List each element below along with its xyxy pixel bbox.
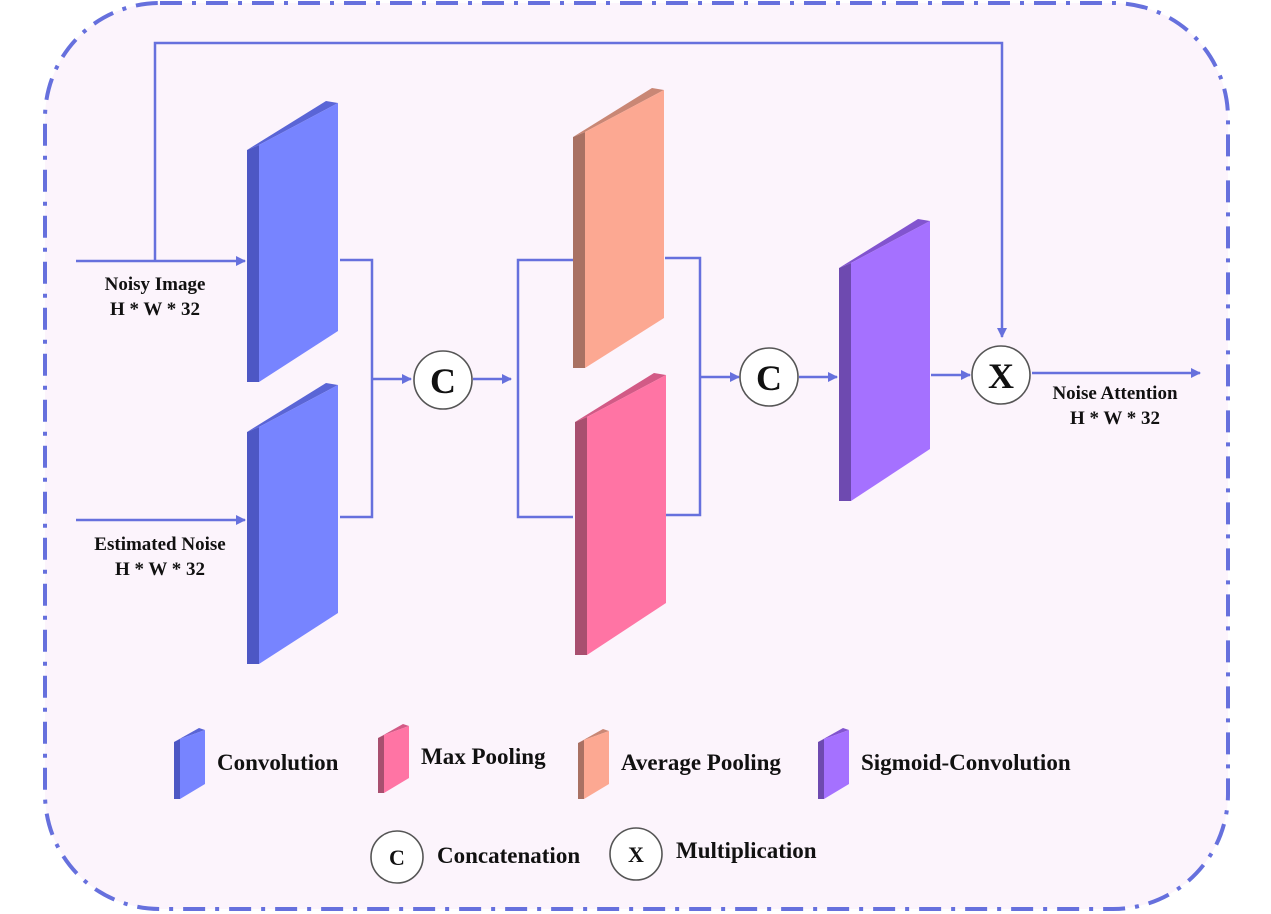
estimated-noise-dims: H * W * 32: [115, 559, 205, 580]
conv-block-top-face: [259, 103, 338, 382]
conv-block-bottom-cap: [247, 383, 338, 432]
legend-average-pooling-label: Average Pooling: [621, 750, 781, 775]
legend-convolution-swatch-cap: [174, 728, 205, 742]
noisy-image-label: Noisy Image: [105, 274, 206, 295]
legend-concatenation: C Concatenation: [370, 830, 580, 884]
sigmoid-conv-block: [839, 219, 930, 501]
concat-node-1-symbol: C: [430, 361, 456, 401]
average-pooling-block: [573, 88, 664, 368]
multiply-node-circle: [971, 345, 1031, 405]
conv-top-to-concat: [340, 258, 374, 519]
concat-node-1: C: [413, 350, 473, 410]
legend-average-pooling-swatch-side: [578, 740, 584, 799]
legend-convolution-swatch-side: [174, 739, 180, 799]
legend-multiplication: X Multiplication: [609, 827, 817, 881]
legend-sigmoid-convolution-label: Sigmoid-Convolution: [861, 750, 1071, 775]
noise-attention-dims: H * W * 32: [1070, 408, 1160, 429]
conv-block-top-cap: [247, 101, 338, 150]
legend-average-pooling-swatch-cap: [578, 729, 609, 743]
legend-sigmoid-convolution-swatch-side: [818, 739, 824, 799]
legend-concatenation-label: Concatenation: [437, 843, 580, 868]
conv-block-top-side: [247, 145, 259, 382]
legend-convolution: Convolution: [174, 728, 339, 799]
conv-block-bottom-face: [259, 385, 338, 664]
multiply-node: X: [971, 345, 1031, 405]
legend-sigmoid-convolution-swatch-cap: [818, 728, 849, 742]
skip-connection-arrow: [153, 41, 1007, 338]
max-pooling-block-side: [575, 417, 587, 655]
legend-sigmoid-convolution-swatch: [824, 730, 849, 799]
estimated-noise-label: Estimated Noise: [94, 534, 225, 555]
legend-multiplication-symbol: X: [628, 842, 644, 867]
max-pooling-block-cap: [575, 373, 666, 422]
legend-max-pooling: Max Pooling: [378, 724, 546, 793]
noise-attention-label: Noise Attention: [1052, 383, 1178, 404]
legend-average-pooling: Average Pooling: [578, 729, 781, 799]
pool-split-bracket: [516, 258, 573, 519]
conv-block-bottom: [247, 383, 338, 664]
conv-block-top: [247, 101, 338, 382]
legend-max-pooling-swatch: [384, 726, 409, 793]
noisy-image-dims: H * W * 32: [110, 299, 200, 320]
sigmoid-conv-block-side: [839, 263, 851, 501]
average-pooling-block-face: [585, 90, 664, 368]
connectors: [76, 41, 1201, 525]
average-pooling-block-cap: [573, 88, 664, 137]
legend-max-pooling-swatch-cap: [378, 724, 409, 738]
legend-concatenation-circle: [370, 830, 424, 884]
concat-node-2-symbol: C: [756, 358, 782, 398]
max-pooling-block: [575, 373, 666, 655]
legend-convolution-swatch: [180, 730, 205, 799]
legend-max-pooling-label: Max Pooling: [421, 744, 546, 769]
legend-convolution-label: Convolution: [217, 750, 339, 775]
multiply-node-symbol: X: [988, 356, 1014, 396]
concat-node-1-circle: [413, 350, 473, 410]
legend-multiplication-circle: [609, 827, 663, 881]
concat-node-2: C: [739, 347, 799, 407]
sigmoid-conv-block-cap: [839, 219, 930, 268]
sigmoid-conv-block-face: [851, 221, 930, 501]
concat-node-2-circle: [739, 347, 799, 407]
legend-max-pooling-swatch-side: [378, 735, 384, 793]
legend-sigmoid-convolution: Sigmoid-Convolution: [818, 728, 1071, 799]
average-pooling-block-side: [573, 132, 585, 368]
legend-concatenation-symbol: C: [389, 845, 405, 870]
max-pooling-block-face: [587, 375, 666, 655]
legend-average-pooling-swatch: [584, 731, 609, 799]
pool-merge-bracket: [665, 256, 702, 517]
legend: Convolution Max Pooling Average Pooling …: [174, 724, 1071, 884]
conv-block-bottom-side: [247, 427, 259, 664]
legend-multiplication-label: Multiplication: [676, 838, 817, 863]
